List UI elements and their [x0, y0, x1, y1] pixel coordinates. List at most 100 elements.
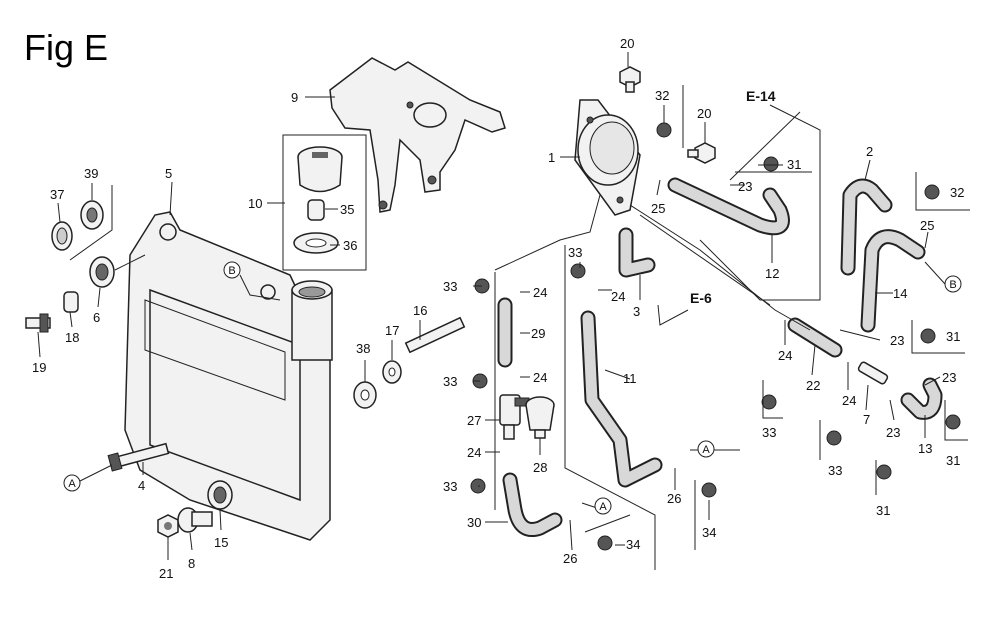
clip-33-b	[570, 263, 586, 279]
part-label-2: 2	[866, 144, 873, 159]
part-label-14: 14	[893, 286, 907, 301]
svg-text:A: A	[702, 444, 710, 456]
part-label-4: 4	[138, 478, 145, 493]
tank-bracket	[329, 57, 506, 213]
part-label-33-a: 33	[443, 279, 457, 294]
hose-3	[618, 227, 656, 278]
part-label-23-mid: 23	[890, 333, 904, 348]
filter-cup-28	[525, 396, 555, 439]
clip-31-bot	[876, 464, 892, 480]
svg-text:B: B	[949, 279, 956, 291]
part-label-16: 16	[413, 303, 427, 318]
part-label-5: 5	[165, 166, 172, 181]
fuel-cap	[297, 146, 343, 193]
clip-31-right	[945, 414, 961, 430]
part-label-32-top: 32	[655, 88, 669, 103]
part-label-9: 9	[291, 90, 298, 105]
collar-18	[63, 291, 79, 313]
bolt-19	[25, 313, 51, 333]
part-label-24-d: 24	[467, 445, 481, 460]
part-label-22: 22	[806, 378, 820, 393]
part-label-39: 39	[84, 166, 98, 181]
part-labels: 9 10 35 36 5 37 39 6 18 19 4 21 8 15 38 …	[32, 36, 964, 581]
circle-marker-a-mid: A	[697, 440, 715, 458]
fuel-strainer	[293, 232, 339, 254]
circle-marker-b-right: B	[944, 275, 962, 293]
part-label-28: 28	[533, 460, 547, 475]
part-label-6: 6	[93, 310, 100, 325]
fuel-pump	[574, 99, 641, 216]
svg-text:B: B	[228, 265, 235, 277]
part-label-20-right: 20	[697, 106, 711, 121]
part-label-24-b: 24	[611, 289, 625, 304]
clip-34-a	[597, 535, 613, 551]
part-label-34-b: 34	[702, 525, 716, 540]
clip-32-right	[924, 184, 940, 200]
part-label-33-top: 33	[568, 245, 582, 260]
clip-33-e	[761, 394, 777, 410]
part-label-33-b: 33	[443, 374, 457, 389]
part-label-17: 17	[385, 323, 399, 338]
part-label-23-r2: 23	[942, 370, 956, 385]
part-label-13: 13	[918, 441, 932, 456]
hose-30	[502, 472, 563, 537]
part-label-12: 12	[765, 266, 779, 281]
ref-e14: E-14	[746, 88, 776, 104]
bolt-16	[404, 316, 466, 354]
ref-e6: E-6	[690, 290, 712, 306]
part-label-24-r1: 24	[778, 348, 792, 363]
part-label-24-r2: 24	[842, 393, 856, 408]
part-label-29: 29	[531, 326, 545, 341]
part-label-18: 18	[65, 330, 79, 345]
part-label-27: 27	[467, 413, 481, 428]
part-label-33-r2: 33	[828, 463, 842, 478]
part-label-3: 3	[633, 304, 640, 319]
hose-2	[840, 178, 893, 276]
fuel-tank	[124, 211, 333, 541]
part-label-35: 35	[340, 202, 354, 217]
grommet-37	[51, 221, 73, 251]
part-label-19: 19	[32, 360, 46, 375]
part-label-20-top: 20	[620, 36, 634, 51]
part-label-15: 15	[214, 535, 228, 550]
nut-21	[157, 514, 179, 538]
clip-33-f	[826, 430, 842, 446]
part-label-31-mid: 31	[946, 329, 960, 344]
washer-17	[382, 360, 402, 384]
hose-12	[667, 177, 790, 236]
circle-marker-a-bottom: A	[594, 497, 612, 515]
hose-14	[860, 229, 926, 333]
part-label-25-right: 25	[920, 218, 934, 233]
part-label-26-b: 26	[667, 491, 681, 506]
bolt-4	[107, 442, 170, 472]
part-label-11: 11	[623, 371, 637, 386]
part-label-8: 8	[188, 556, 195, 571]
part-label-31-r1: 31	[946, 453, 960, 468]
clip-31-top	[763, 156, 779, 172]
joint-7	[857, 361, 889, 385]
clip-31-mid	[920, 328, 936, 344]
part-label-24-a: 24	[533, 285, 547, 300]
part-label-25: 25	[651, 201, 665, 216]
part-label-31-top: 31	[787, 157, 801, 172]
part-label-30: 30	[467, 515, 481, 530]
clip-34-b	[701, 482, 717, 498]
part-label-37: 37	[50, 187, 64, 202]
hose-22	[787, 317, 843, 358]
part-label-21: 21	[159, 566, 173, 581]
part-label-10: 10	[248, 196, 262, 211]
part-label-23-r1: 23	[886, 425, 900, 440]
washer-8	[177, 507, 213, 533]
part-label-7: 7	[863, 412, 870, 427]
part-label-36: 36	[343, 238, 357, 253]
part-label-32-right: 32	[950, 185, 964, 200]
part-label-31-r2: 31	[876, 503, 890, 518]
clip-32-top	[656, 122, 672, 138]
figure-title: Fig E	[24, 27, 108, 68]
part-label-38: 38	[356, 341, 370, 356]
bolt-20-top	[619, 66, 641, 93]
hose-11	[580, 310, 663, 488]
circle-marker-a-left: A	[63, 474, 81, 492]
part-label-33-r1: 33	[762, 425, 776, 440]
